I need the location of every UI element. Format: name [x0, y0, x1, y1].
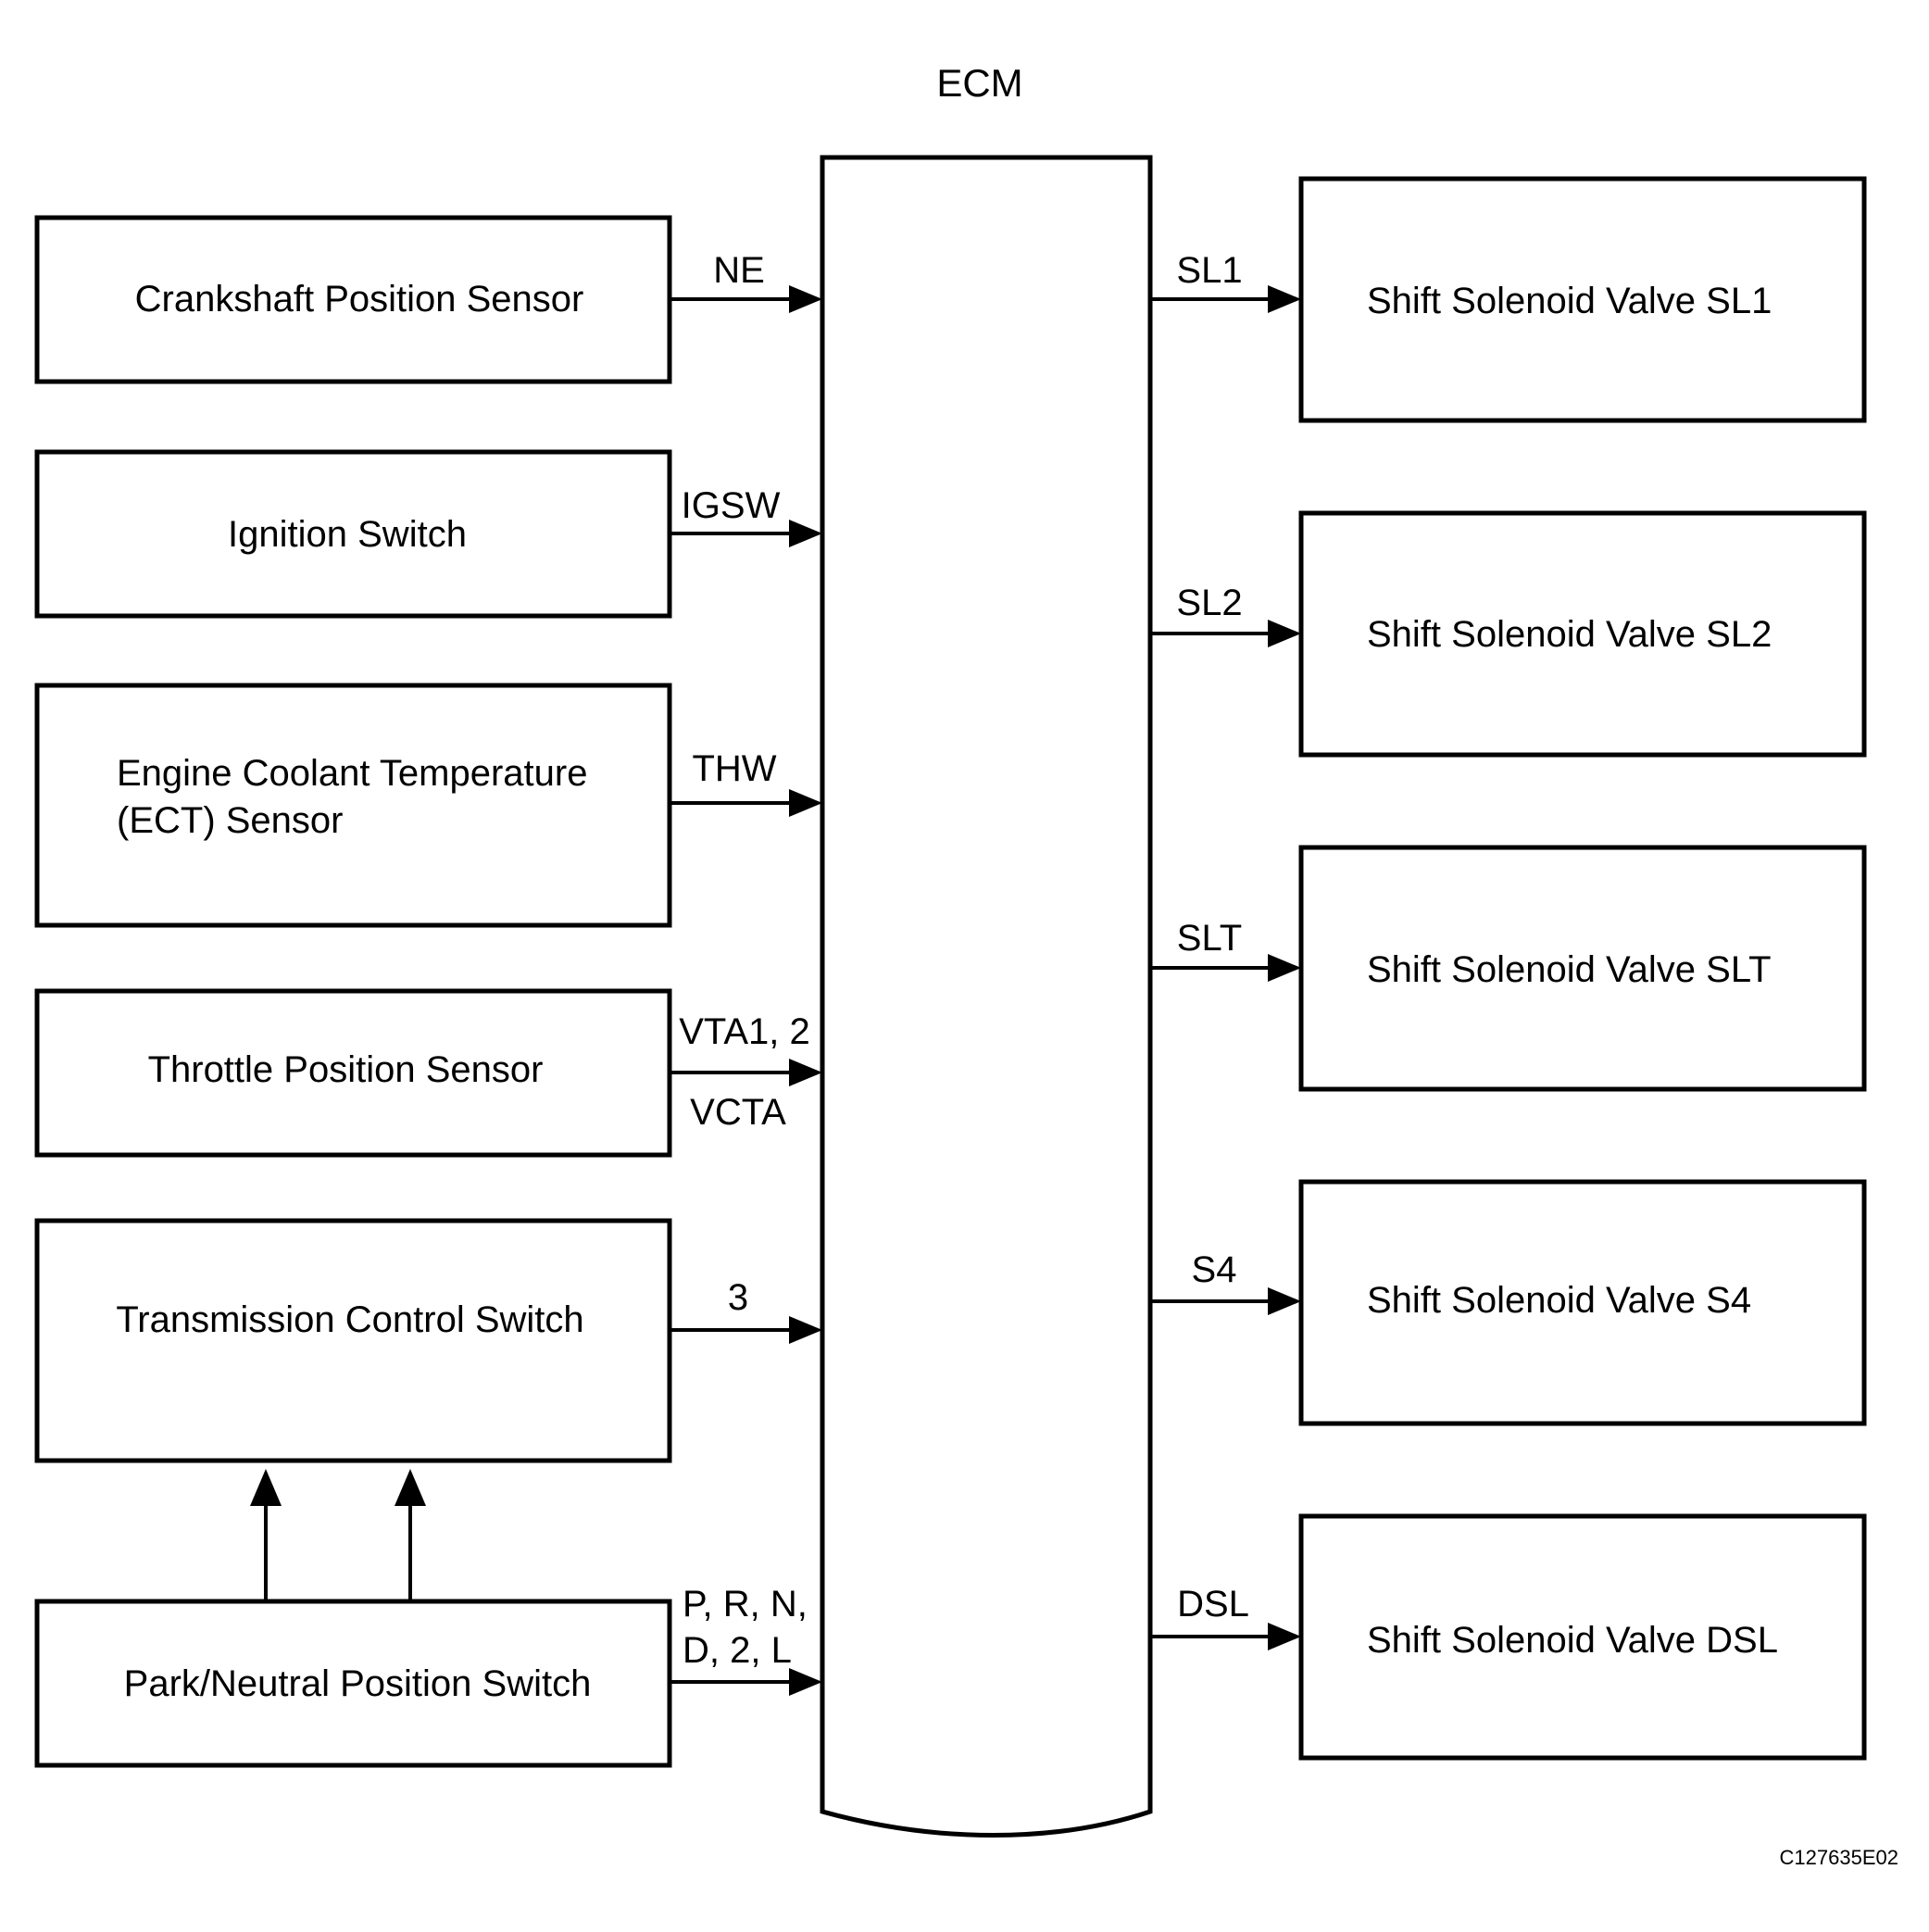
pn-to-tcs-links	[250, 1469, 426, 1601]
signal-label-thw: THW	[692, 748, 776, 789]
ecm-block	[820, 155, 1153, 1838]
output-block	[1298, 1179, 1867, 1426]
input-ignition-switch: Ignition Switch IGSW	[34, 449, 822, 619]
output-label: Shift Solenoid Valve SL1	[1367, 281, 1772, 321]
output-shift-solenoid-s4: Shift Solenoid Valve S4 S4	[1150, 1179, 1867, 1426]
input-block	[34, 215, 672, 384]
arrow-right-icon	[789, 789, 822, 817]
arrow-right-icon	[789, 1668, 822, 1696]
input-label: Throttle Position Sensor	[148, 1049, 544, 1090]
signal-label-vcta: VCTA	[690, 1092, 786, 1133]
output-block	[1298, 1513, 1867, 1761]
signal-label-vta: VTA1, 2	[679, 1011, 810, 1052]
signal-label-dsl: DSL	[1177, 1584, 1249, 1625]
input-crankshaft-position-sensor: Crankshaft Position Sensor NE	[34, 215, 822, 384]
signal-label-igsw: IGSW	[682, 485, 781, 526]
input-throttle-position-sensor: Throttle Position Sensor VTA1, 2 VCTA	[34, 988, 822, 1158]
input-park-neutral-position-switch: Park/Neutral Position Switch P, R, N, D,…	[34, 1584, 822, 1768]
output-block	[1298, 510, 1867, 758]
output-shift-solenoid-dsl: Shift Solenoid Valve DSL DSL	[1150, 1513, 1867, 1761]
arrow-up-icon	[395, 1469, 426, 1506]
figure-code: C127635E02	[1780, 1846, 1898, 1869]
signal-label-ne: NE	[713, 250, 765, 291]
ecm-title: ECM	[936, 61, 1022, 105]
arrow-right-icon	[1268, 1623, 1301, 1650]
input-label: Crankshaft Position Sensor	[135, 279, 584, 320]
output-label: Shift Solenoid Valve DSL	[1367, 1620, 1778, 1661]
output-shift-solenoid-slt: Shift Solenoid Valve SLT SLT	[1150, 845, 1867, 1092]
output-block	[1298, 845, 1867, 1092]
output-label: Shift Solenoid Valve SL2	[1367, 614, 1772, 655]
arrow-right-icon	[789, 285, 822, 313]
signal-label-sl2: SL2	[1176, 583, 1242, 623]
arrow-up-icon	[250, 1469, 282, 1506]
output-label: Shift Solenoid Valve S4	[1367, 1280, 1751, 1321]
arrow-right-icon	[1268, 1287, 1301, 1315]
output-label: Shift Solenoid Valve SLT	[1367, 949, 1772, 990]
input-ect-sensor: Engine Coolant Temperature (ECT) Sensor …	[34, 683, 822, 928]
input-label: Ignition Switch	[228, 514, 467, 555]
input-label: Transmission Control Switch	[116, 1299, 583, 1340]
output-shift-solenoid-sl2: Shift Solenoid Valve SL2 SL2	[1150, 510, 1867, 758]
output-block	[1298, 176, 1867, 423]
signal-label-d2l: D, 2, L	[683, 1630, 792, 1671]
signal-label-prn: P, R, N,	[683, 1584, 808, 1625]
input-transmission-control-switch: Transmission Control Switch 3	[34, 1218, 822, 1463]
input-block	[34, 1218, 672, 1463]
input-block	[34, 449, 672, 619]
input-block	[34, 988, 672, 1158]
arrow-right-icon	[789, 520, 822, 547]
input-label: Park/Neutral Position Switch	[124, 1663, 592, 1704]
input-label-line-2: (ECT) Sensor	[117, 800, 344, 841]
arrow-right-icon	[789, 1059, 822, 1086]
arrow-right-icon	[1268, 954, 1301, 982]
arrow-right-icon	[1268, 620, 1301, 647]
input-block	[34, 1599, 672, 1768]
signal-label-s4: S4	[1192, 1249, 1237, 1290]
output-shift-solenoid-sl1: Shift Solenoid Valve SL1 SL1	[1150, 176, 1867, 423]
signal-label-sl1: SL1	[1176, 250, 1242, 291]
signal-label-slt: SLT	[1177, 918, 1242, 959]
input-block	[34, 683, 672, 928]
arrow-right-icon	[789, 1316, 822, 1344]
arrow-right-icon	[1268, 285, 1301, 313]
signal-label-3: 3	[728, 1277, 748, 1318]
input-label-line-1: Engine Coolant Temperature	[117, 753, 587, 794]
